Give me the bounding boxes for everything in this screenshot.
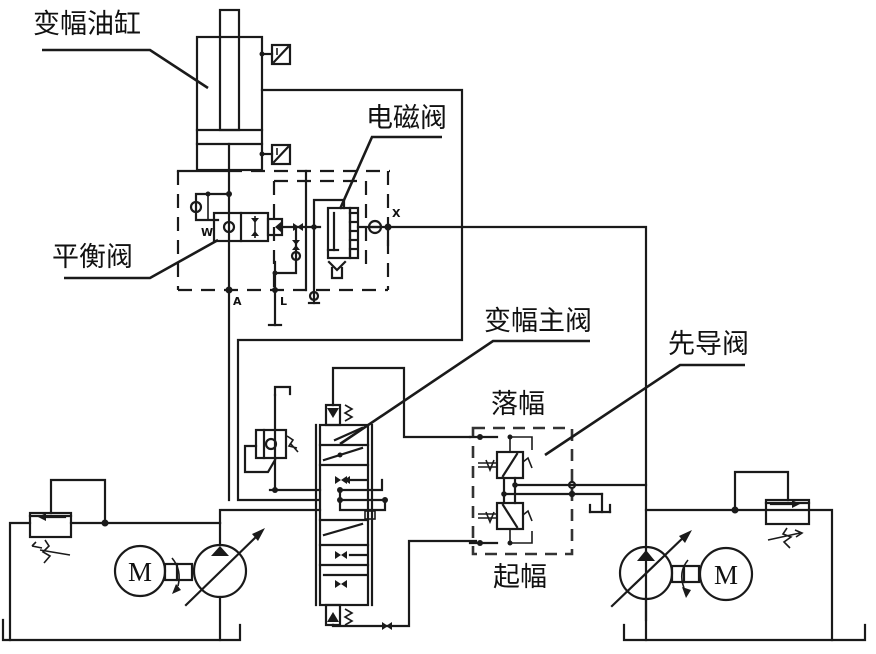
solenoid-valve: X <box>307 198 648 622</box>
label-raise-boom: 起幅 <box>493 562 547 593</box>
label-solenoid-valve: 电磁阀 <box>366 103 447 134</box>
label-pilot-valve: 先导阀 <box>668 329 749 360</box>
label-cylinder: 变幅油缸 <box>33 9 141 40</box>
leader-line-main-valve <box>339 339 590 446</box>
label-lower-boom: 落幅 <box>491 389 545 420</box>
left-pump-station: M <box>1 478 265 642</box>
variable-pump-icon <box>610 530 692 642</box>
motor-label: M <box>714 560 738 590</box>
electric-motor-icon: M <box>113 544 167 598</box>
leader-line-pilot <box>544 363 745 457</box>
port-l-label: L <box>280 295 287 308</box>
leader-line-cylinder <box>42 48 209 90</box>
port-w-label: W <box>201 226 213 239</box>
leader-line-solenoid <box>338 135 442 210</box>
leader-line-balance <box>64 238 219 280</box>
label-main-valve: 变幅主阀 <box>484 306 592 337</box>
right-pump-station: M <box>610 470 867 642</box>
port-x-label: X <box>392 207 401 220</box>
label-balance-valve: 平衡阀 <box>52 242 133 273</box>
luffing-main-valve <box>220 366 478 630</box>
port-a-label: A <box>233 295 242 308</box>
variable-pump-icon <box>184 521 265 642</box>
pressure-sensor-icon <box>259 43 292 66</box>
pressure-reducing-valve <box>243 385 299 493</box>
balance-valve-block: A W L <box>176 142 390 502</box>
motor-label: M <box>128 557 152 587</box>
luffing-cylinder <box>195 8 464 502</box>
pilot-valve <box>468 426 648 556</box>
pressure-sensor-icon <box>259 143 292 166</box>
electric-motor-icon: M <box>698 546 754 602</box>
